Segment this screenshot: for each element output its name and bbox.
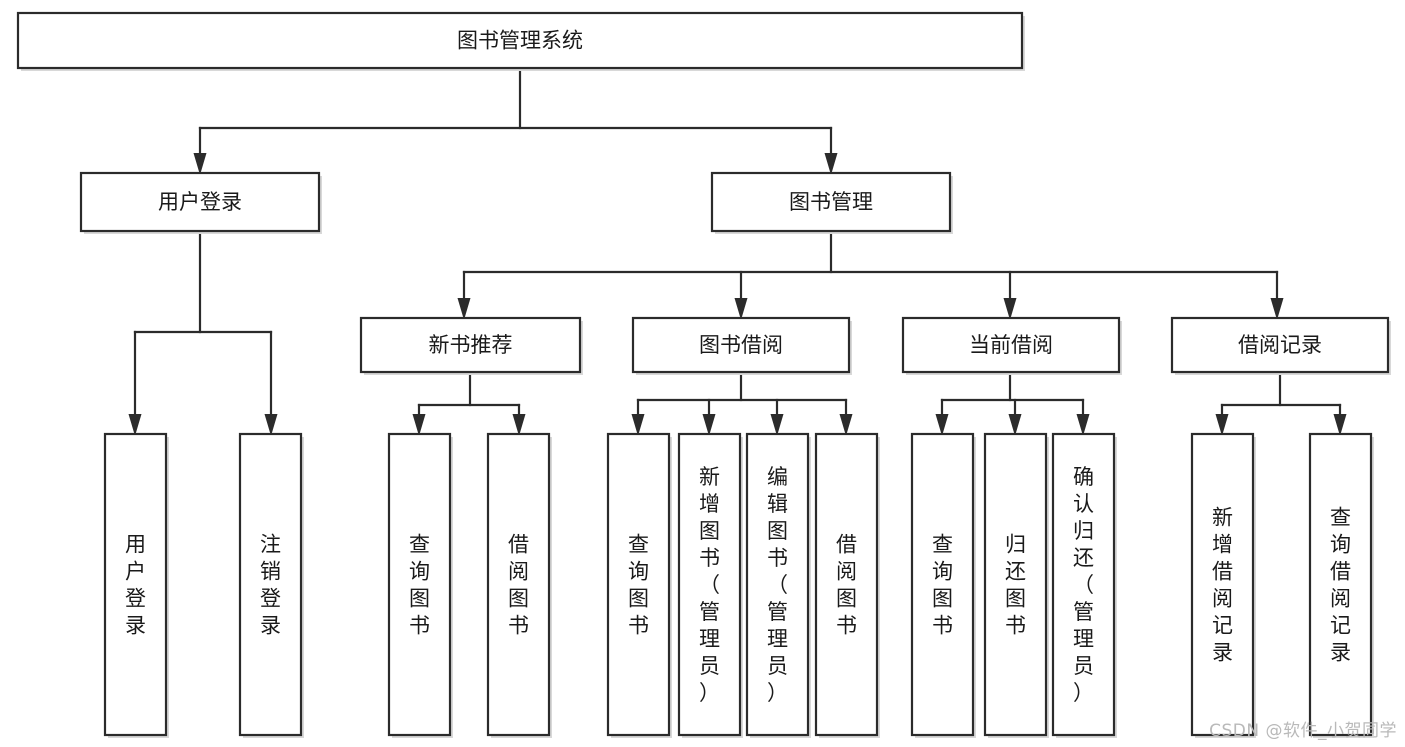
node-label: 新书推荐 [429,333,513,357]
node-leaf-query-borrow-record[interactable]: 查询借阅记录 [1308,432,1374,738]
node-borrow-record[interactable]: 借阅记录 [1170,316,1391,375]
node-box[interactable] [359,316,582,374]
arrow-head-icon [1270,298,1284,320]
node-box[interactable] [1170,316,1390,374]
connector-layer [128,66,1347,436]
node-leaf-user-login[interactable]: 用户登录 [103,432,169,738]
connector-c-currentborrow-bus [935,370,1090,436]
node-book-borrow[interactable]: 图书借阅 [631,316,852,375]
connector-c-borrowrecord-bus [1215,370,1347,436]
arrow-head-icon [1333,414,1347,436]
node-user-login[interactable]: 用户登录 [79,171,322,234]
arrow-head-icon [512,414,526,436]
arrow-head-icon [1215,414,1229,436]
node-current-borrow[interactable]: 当前借阅 [901,316,1122,375]
node-box[interactable] [677,432,742,737]
node-box[interactable] [238,432,303,737]
connector-c-root-bus [193,66,838,175]
node-label: 查询图书 [628,533,649,638]
connector-c-bookborrow-bus [631,370,853,436]
node-leaf-query-book-borrow[interactable]: 查询图书 [606,432,672,738]
node-box[interactable] [745,432,810,737]
node-label: 查询图书 [932,533,953,638]
arrow-head-icon [128,414,142,436]
arrow-head-icon [1076,414,1090,436]
node-label: 查询图书 [409,533,430,638]
node-label: 编辑图书（管理员） [767,465,788,705]
node-label: 借阅图书 [836,533,857,638]
node-leaf-add-borrow-record[interactable]: 新增借阅记录 [1190,432,1256,738]
node-box[interactable] [901,316,1121,374]
arrow-head-icon [1003,298,1017,320]
arrow-head-icon [412,414,426,436]
node-label: 图书管理 [789,190,873,214]
node-leaf-return-book[interactable]: 归还图书 [983,432,1049,738]
node-leaf-query-book-current[interactable]: 查询图书 [910,432,976,738]
node-box[interactable] [1051,432,1116,737]
node-box[interactable] [910,432,975,737]
connector-c-userlogin-bus [128,229,278,436]
node-leaf-edit-book-admin[interactable]: 编辑图书（管理员） [745,432,811,738]
node-label: 新增图书（管理员） [699,465,720,705]
node-box[interactable] [486,432,551,737]
node-label: 当前借阅 [969,333,1053,357]
node-leaf-query-book-rec[interactable]: 查询图书 [387,432,453,738]
node-box[interactable] [983,432,1048,737]
node-leaf-borrow-book[interactable]: 借阅图书 [814,432,880,738]
node-box[interactable] [631,316,851,374]
arrow-head-icon [457,298,471,320]
node-layer: 图书管理系统用户登录图书管理新书推荐图书借阅当前借阅借阅记录用户登录注销登录查询… [16,11,1391,738]
node-label: 图书管理系统 [457,29,583,53]
node-label: 借阅记录 [1238,333,1322,357]
node-label: 用户登录 [125,533,146,638]
node-box[interactable] [387,432,452,737]
arrow-head-icon [631,414,645,436]
node-leaf-logout[interactable]: 注销登录 [238,432,304,738]
node-book-management[interactable]: 图书管理 [710,171,953,234]
connector-c-bookmgmt-bus [457,229,1284,320]
node-label: 注销登录 [260,533,281,638]
node-new-book-recommend[interactable]: 新书推荐 [359,316,583,375]
node-box[interactable] [1190,432,1255,737]
node-box[interactable] [814,432,879,737]
node-label: 确认归还（管理员） [1073,465,1094,705]
arrow-head-icon [770,414,784,436]
node-label: 查询借阅记录 [1330,506,1351,665]
arrow-head-icon [734,298,748,320]
node-leaf-confirm-return-admin[interactable]: 确认归还（管理员） [1051,432,1117,738]
node-box[interactable] [606,432,671,737]
node-label: 归还图书 [1005,533,1026,638]
arrow-head-icon [193,153,207,175]
node-label: 图书借阅 [699,333,783,357]
node-label: 用户登录 [158,190,242,214]
node-box[interactable] [1308,432,1373,737]
node-box[interactable] [16,11,1024,70]
connector-c-newbook-bus [412,370,526,436]
arrow-head-icon [264,414,278,436]
node-leaf-add-book-admin[interactable]: 新增图书（管理员） [677,432,743,738]
arrow-head-icon [935,414,949,436]
arrow-head-icon [1008,414,1022,436]
arrow-head-icon [824,153,838,175]
node-box[interactable] [79,171,321,233]
arrow-head-icon [702,414,716,436]
node-box[interactable] [710,171,952,233]
node-leaf-borrow-book-rec[interactable]: 借阅图书 [486,432,552,738]
node-root[interactable]: 图书管理系统 [16,11,1025,71]
node-label: 借阅图书 [508,533,529,638]
node-label: 新增借阅记录 [1212,506,1233,665]
node-box[interactable] [103,432,168,737]
arrow-head-icon [839,414,853,436]
